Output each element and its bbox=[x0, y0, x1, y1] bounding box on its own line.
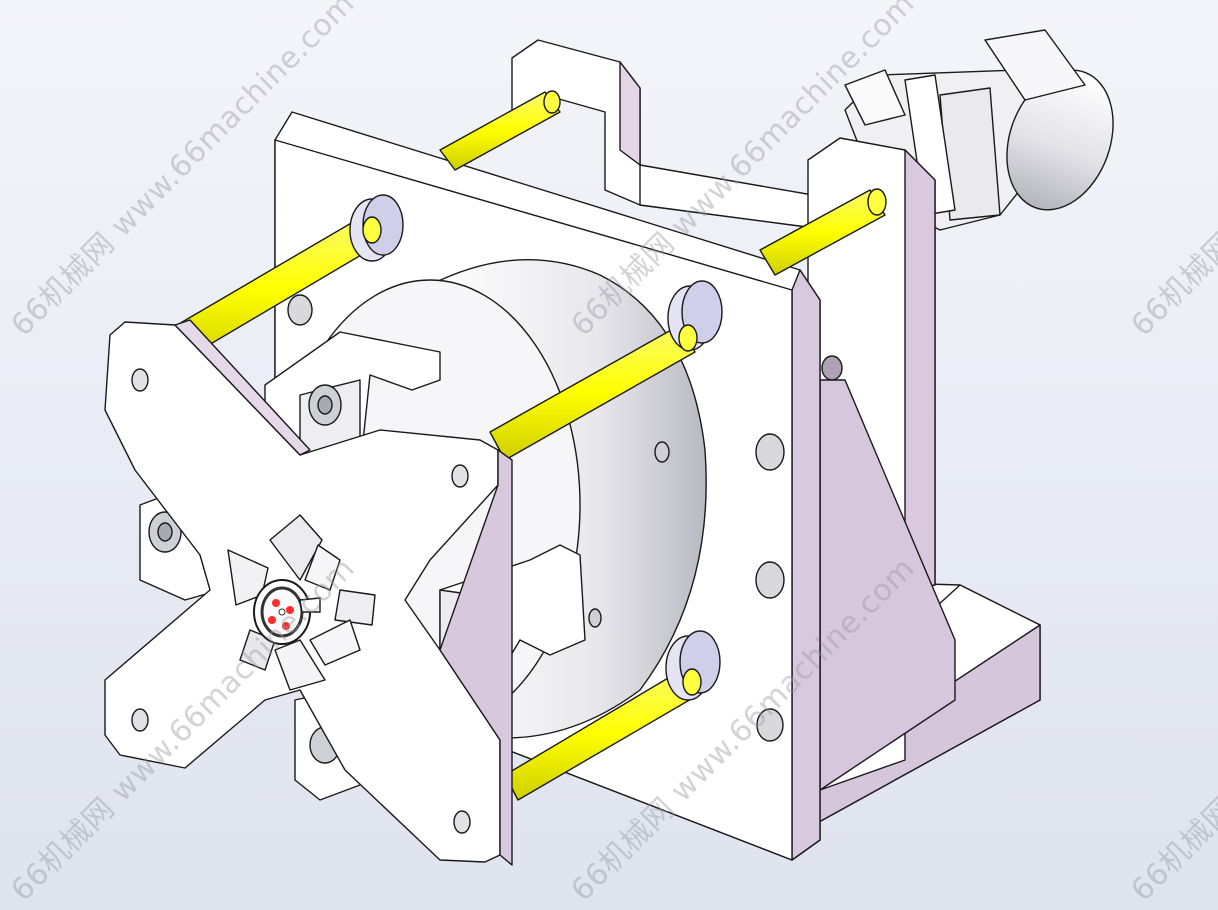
guide-rod-top-back bbox=[439, 90, 561, 171]
guide-rod-upper-left bbox=[159, 194, 404, 366]
guide-rod-bottom bbox=[504, 630, 721, 801]
guide-rod-top-right bbox=[759, 188, 887, 276]
center-rotor bbox=[227, 514, 376, 691]
side-support-plate bbox=[807, 137, 956, 791]
guide-rod-middle bbox=[489, 280, 723, 461]
